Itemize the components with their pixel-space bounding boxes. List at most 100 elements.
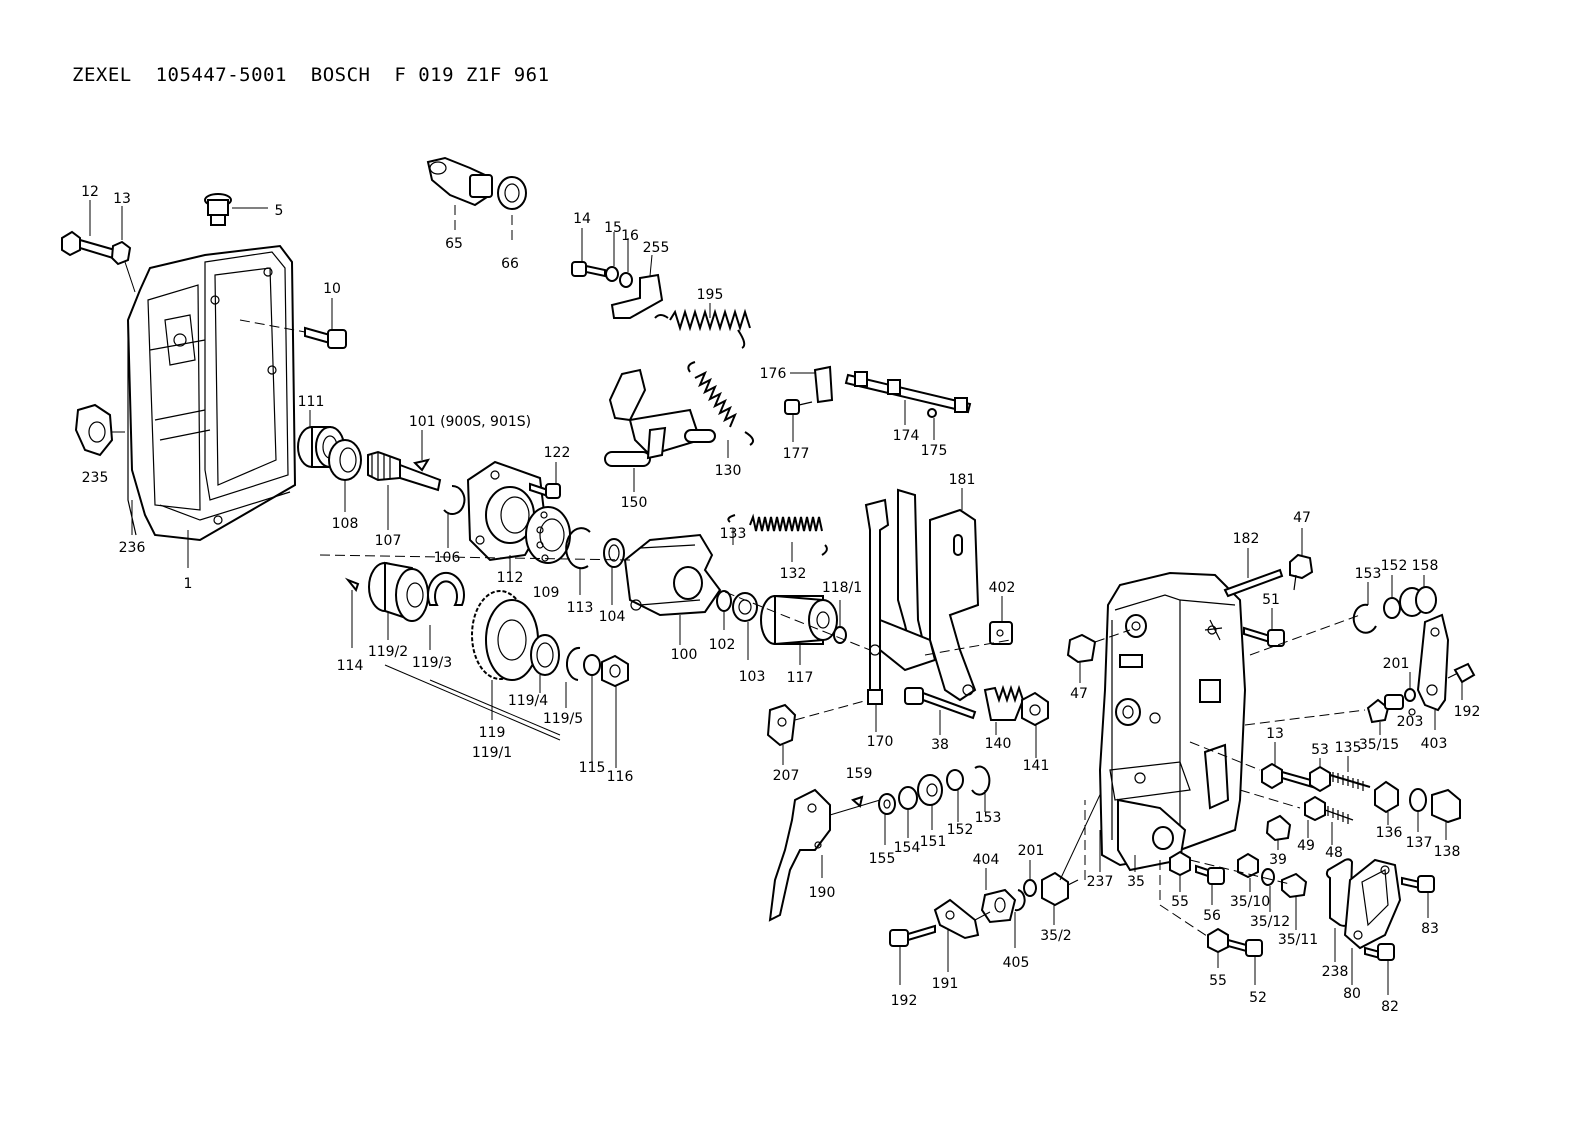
nut-39 xyxy=(1265,814,1292,850)
part-label: 207 xyxy=(773,768,800,784)
screw-192-right xyxy=(1447,662,1476,700)
bushing-158 xyxy=(1399,575,1437,617)
part-label: 102 xyxy=(709,637,736,653)
ring-119-4 xyxy=(530,634,560,693)
part-label: 114 xyxy=(337,658,364,674)
circlip-119-5 xyxy=(565,646,581,708)
washer-35-12 xyxy=(1261,868,1275,912)
lever-181 xyxy=(929,488,980,702)
screw-10 xyxy=(239,298,347,349)
cover-80 xyxy=(1343,858,1402,985)
part-label: 38 xyxy=(931,737,949,753)
part-label: 138 xyxy=(1434,844,1461,860)
part-label: 100 xyxy=(671,647,698,663)
part-label: 177 xyxy=(783,446,810,462)
screw-82 xyxy=(1364,943,1395,995)
part-label: 119 xyxy=(479,725,506,741)
part-label: 154 xyxy=(894,840,921,856)
part-label: 133 xyxy=(720,526,747,542)
part-label: 51 xyxy=(1262,592,1280,608)
pin-159 xyxy=(851,795,864,808)
part-label: 118/1 xyxy=(822,580,862,596)
nut-35-10 xyxy=(1237,852,1259,892)
nut-53 xyxy=(1309,758,1331,793)
part-label: 155 xyxy=(869,851,896,867)
part-label: 152 xyxy=(1381,558,1408,574)
part-label: 53 xyxy=(1311,742,1329,758)
flyweight-100 xyxy=(623,533,722,645)
shaft-107 xyxy=(367,450,442,530)
nut-141 xyxy=(1021,691,1049,758)
plug-5 xyxy=(204,193,268,226)
bolt-122 xyxy=(529,462,561,499)
part-label: 83 xyxy=(1421,921,1439,937)
part-label: 104 xyxy=(599,609,626,625)
part-235 xyxy=(74,403,125,457)
part-label: 119/5 xyxy=(543,711,583,727)
washer-55-bottom xyxy=(1207,927,1229,968)
spring-130 xyxy=(687,361,755,458)
part-label: 176 xyxy=(760,366,787,382)
part-label: 48 xyxy=(1325,845,1343,861)
part-label: 52 xyxy=(1249,990,1267,1006)
block-404 xyxy=(980,868,1017,924)
part-label: 47 xyxy=(1070,686,1088,702)
part-label: 152 xyxy=(947,822,974,838)
part-label: 39 xyxy=(1269,852,1287,868)
circlip-106 xyxy=(443,484,466,548)
part-label: 66 xyxy=(501,256,519,272)
part-label: 119/3 xyxy=(412,655,452,671)
part-label: 119/1 xyxy=(472,745,512,761)
part-label: 56 xyxy=(1203,908,1221,924)
part-label: 12 xyxy=(81,184,99,200)
gear-119 xyxy=(471,590,539,720)
bearing-108 xyxy=(328,439,362,512)
bushing-151 xyxy=(917,774,943,830)
part-label: 113 xyxy=(567,600,594,616)
bolt-51 xyxy=(1243,608,1285,647)
part-label: 150 xyxy=(621,495,648,511)
link-170 xyxy=(864,488,937,732)
bolt-12 xyxy=(61,200,136,293)
screw-83 xyxy=(1401,875,1435,918)
part-label: 49 xyxy=(1297,838,1315,854)
key-101 xyxy=(413,430,431,472)
part-label: 137 xyxy=(1406,835,1433,851)
spring-132 xyxy=(749,513,828,562)
part-label: 192 xyxy=(1454,704,1481,720)
link-176 xyxy=(790,365,834,404)
pin-133 xyxy=(727,514,736,545)
part-label: 122 xyxy=(544,445,571,461)
nut-35-2 xyxy=(1041,719,1136,925)
part-label: 101 (900S, 901S) xyxy=(409,414,531,430)
plug-47-left xyxy=(1066,633,1097,683)
gasket-238 xyxy=(1325,858,1354,962)
part-label: 175 xyxy=(921,443,948,459)
part-label: 119/2 xyxy=(368,644,408,660)
part-label: 151 xyxy=(920,834,947,850)
part-label: 237 xyxy=(1087,874,1114,890)
lever-190 xyxy=(768,788,881,922)
pin-114 xyxy=(344,577,360,648)
part-label: 135 xyxy=(1335,740,1362,756)
part-label: 404 xyxy=(973,852,1000,868)
part-label: 140 xyxy=(985,736,1012,752)
sensor-65 xyxy=(426,156,493,232)
part-label: 15 xyxy=(604,220,622,236)
nut-35-15 xyxy=(1366,694,1404,735)
part-label: 130 xyxy=(715,463,742,479)
screw-35-11 xyxy=(1281,872,1308,930)
part-label: 35 xyxy=(1127,874,1145,890)
part-label: 195 xyxy=(697,287,724,303)
spring-140 xyxy=(983,684,1025,735)
part-label: 132 xyxy=(780,566,807,582)
part-label: 55 xyxy=(1171,894,1189,910)
part-label: 55 xyxy=(1209,973,1227,989)
part-label: 80 xyxy=(1343,986,1361,1002)
screw-48 xyxy=(1324,806,1354,845)
part-label: 111 xyxy=(298,394,325,410)
part-label: 117 xyxy=(787,670,814,686)
washer-154 xyxy=(898,786,918,838)
